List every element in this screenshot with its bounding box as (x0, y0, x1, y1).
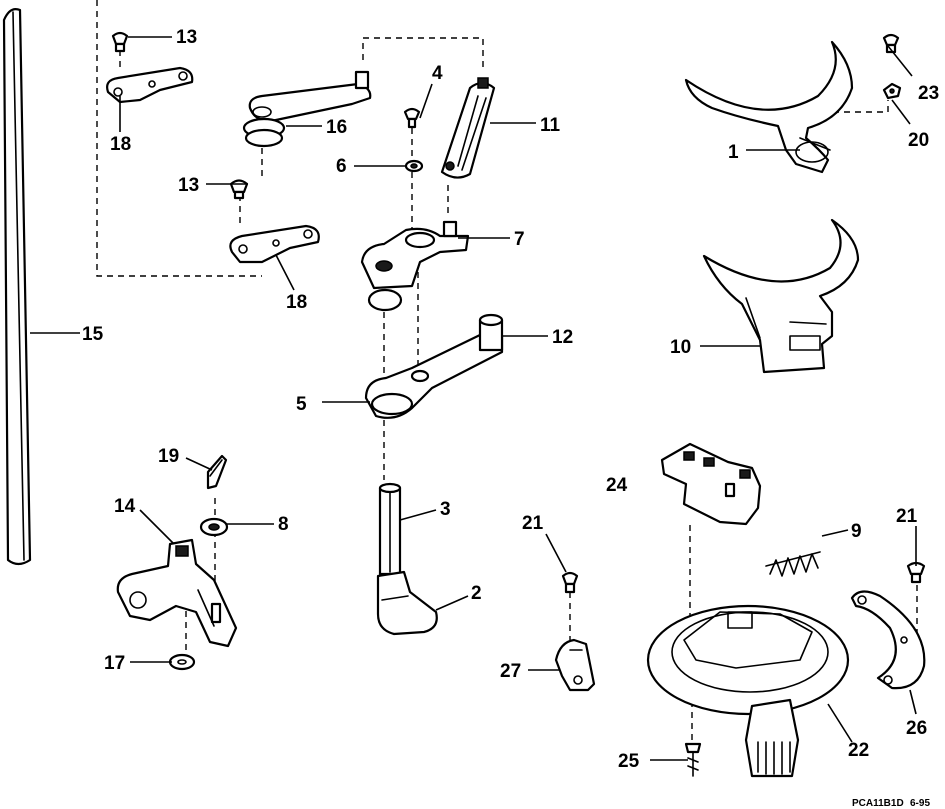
part-8-washer (199, 517, 229, 537)
revision-date: 6-95 (910, 798, 930, 809)
callout-7: 7 (514, 229, 525, 250)
callout-23: 23 (918, 83, 939, 104)
callout-13-top: 13 (176, 27, 197, 48)
callout-18-bottom: 18 (286, 292, 307, 313)
part-21-screw-left (561, 571, 579, 594)
callout-1: 1 (728, 142, 739, 163)
part-3-shaft (378, 482, 402, 576)
callout-13-mid: 13 (178, 175, 199, 196)
leader-lines (30, 36, 917, 761)
callout-27: 27 (500, 661, 521, 682)
part-13-screw-top (111, 31, 129, 53)
callout-2: 2 (471, 583, 482, 604)
part-11-bracket (440, 77, 496, 179)
callout-21-left: 21 (522, 513, 544, 534)
callout-6: 6 (336, 156, 347, 177)
callout-labels: 1 2 3 4 5 6 7 8 9 10 11 12 13 13 14 15 1… (82, 27, 939, 772)
part-12-arm (364, 313, 504, 419)
callout-11: 11 (540, 115, 561, 136)
callout-9: 9 (851, 521, 862, 542)
part-17-washer (168, 653, 196, 671)
callout-8: 8 (278, 514, 289, 535)
part-2-foot (376, 570, 438, 636)
callout-19: 19 (158, 446, 179, 467)
part-21-screw-right (906, 561, 926, 584)
part-25-screw (684, 742, 702, 777)
callout-14: 14 (114, 496, 136, 517)
callout-3: 3 (440, 499, 451, 520)
part-13-screw-mid (229, 179, 249, 200)
part-22-base-plate (646, 604, 850, 778)
part-24-connector (660, 442, 762, 526)
callout-21-right: 21 (896, 506, 918, 527)
assembly-lines (96, 0, 918, 740)
callout-22: 22 (848, 740, 869, 761)
part-26-arc-plate (850, 590, 926, 690)
callout-24: 24 (606, 475, 628, 496)
part-4-screw (403, 107, 421, 129)
callout-10: 10 (670, 337, 691, 358)
part-9-spring (765, 551, 821, 577)
part-18-link-top (106, 66, 194, 104)
part-6-washer (404, 159, 424, 173)
callout-26: 26 (906, 718, 927, 739)
part-20-nut (882, 82, 902, 100)
callout-17: 17 (104, 653, 125, 674)
callout-18-top: 18 (110, 134, 131, 155)
part-10-yoke (702, 218, 860, 374)
part-18-link-bottom (229, 224, 320, 264)
callout-16: 16 (326, 117, 347, 138)
part-15-rod (2, 8, 32, 566)
part-16-lever (242, 70, 372, 148)
part-23-screw (882, 33, 900, 54)
part-27-clip (554, 638, 596, 692)
reference-code: PCA11B1D (852, 798, 904, 809)
callout-4: 4 (432, 63, 443, 84)
callout-20: 20 (908, 130, 929, 151)
part-19-pin (206, 454, 228, 490)
callout-25: 25 (618, 751, 640, 772)
part-14-bracket (116, 538, 238, 648)
part-7-arm (360, 220, 470, 312)
part-1-yoke (684, 40, 854, 174)
callout-5: 5 (296, 394, 307, 415)
callout-15: 15 (82, 324, 104, 345)
callout-12: 12 (552, 327, 573, 348)
